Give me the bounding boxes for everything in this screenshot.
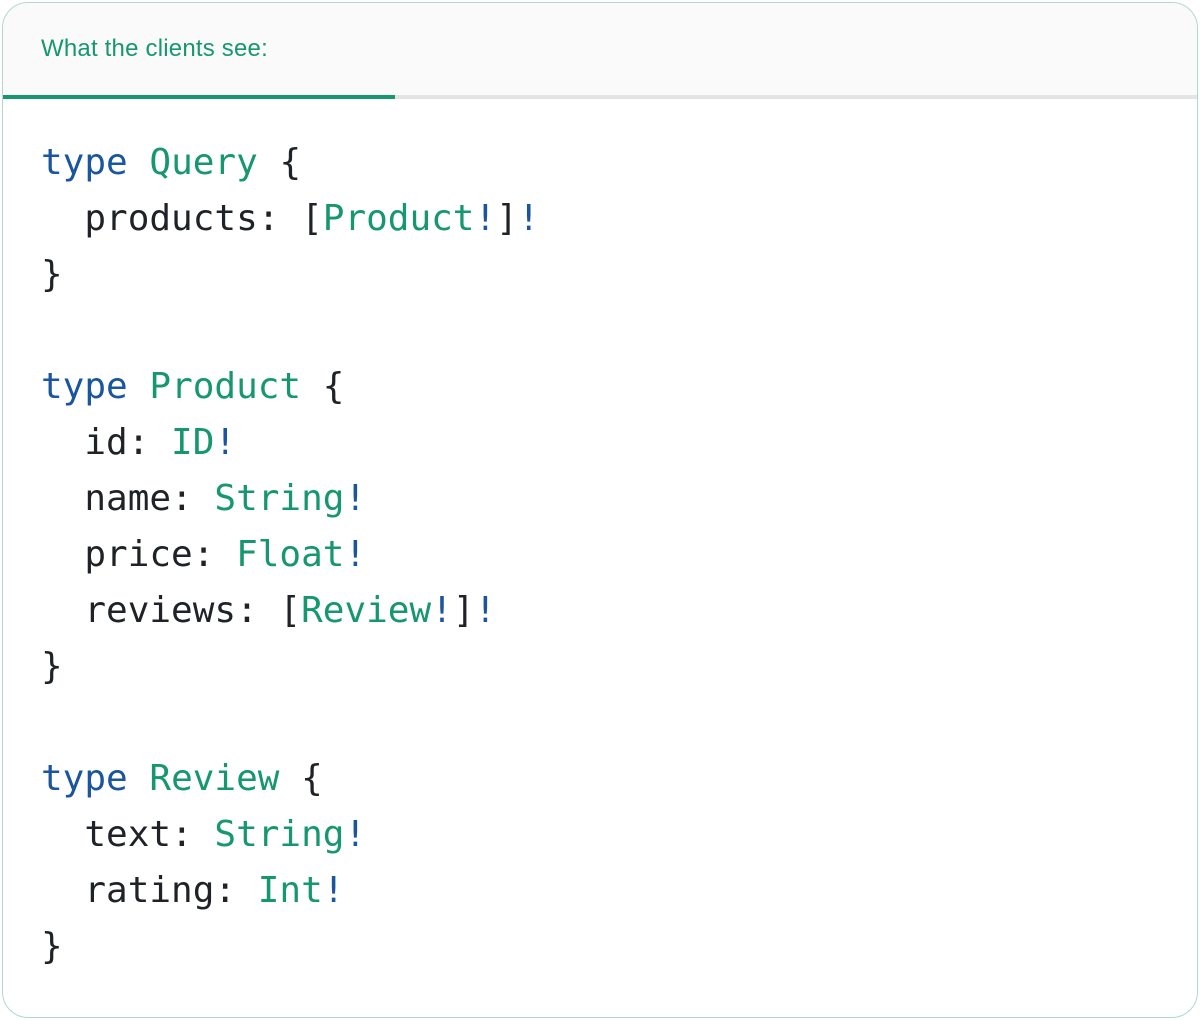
code-token: String — [214, 478, 345, 519]
code-token: products: [ — [41, 198, 323, 239]
code-token — [128, 758, 150, 799]
code-line: text: String! — [41, 807, 1177, 863]
code-line: type Review { — [41, 751, 1177, 807]
code-line: reviews: [Review!]! — [41, 583, 1177, 639]
code-token: { — [257, 142, 302, 183]
code-token — [128, 366, 150, 407]
code-token: text: — [41, 814, 215, 855]
code-token — [128, 142, 150, 183]
code-token: name: — [41, 478, 215, 519]
code-line: } — [41, 919, 1177, 975]
code-token: type — [41, 366, 128, 407]
code-token: Int — [257, 870, 323, 911]
code-token: Query — [149, 142, 258, 183]
code-token: Review — [301, 590, 432, 631]
code-line: id: ID! — [41, 415, 1177, 471]
code-token: String — [214, 814, 345, 855]
code-token: Product — [149, 366, 302, 407]
tab-what-clients-see[interactable]: What the clients see: — [3, 3, 268, 95]
code-token: { — [279, 758, 323, 799]
code-token: ! — [431, 590, 453, 631]
code-line: } — [41, 247, 1177, 303]
code-token: } — [41, 646, 63, 687]
code-line: rating: Int! — [41, 863, 1177, 919]
code-line — [41, 695, 1177, 751]
code-token: ID — [171, 422, 215, 463]
code-token: { — [301, 366, 345, 407]
code-line: products: [Product!]! — [41, 191, 1177, 247]
code-line — [41, 303, 1177, 359]
code-token: ! — [344, 534, 367, 575]
code-token: ! — [214, 422, 237, 463]
code-block: type Query { products: [Product!]!} type… — [3, 99, 1197, 975]
code-token: Product — [322, 198, 475, 239]
code-token: ! — [474, 590, 497, 631]
code-line: type Product { — [41, 359, 1177, 415]
code-token: rating: — [41, 870, 258, 911]
code-token: ] — [496, 198, 518, 239]
code-token: type — [41, 142, 128, 183]
code-line: name: String! — [41, 471, 1177, 527]
code-token: ! — [344, 814, 367, 855]
code-token: type — [41, 758, 128, 799]
code-token: ! — [322, 870, 345, 911]
code-token: reviews: [ — [41, 590, 302, 631]
code-token: ! — [517, 198, 540, 239]
code-token: Float — [236, 534, 345, 575]
code-token: ! — [474, 198, 497, 239]
code-line: } — [41, 639, 1177, 695]
code-line: price: Float! — [41, 527, 1177, 583]
code-token: } — [41, 926, 63, 967]
tab-strip: What the clients see: — [3, 3, 1197, 99]
code-token: ! — [344, 478, 367, 519]
code-token: id: — [41, 422, 172, 463]
tab-label: What the clients see: — [41, 35, 268, 62]
code-token: price: — [41, 534, 237, 575]
code-token: Review — [149, 758, 280, 799]
code-line: type Query { — [41, 135, 1177, 191]
code-token: ] — [452, 590, 475, 631]
code-token: } — [41, 254, 63, 295]
active-tab-indicator — [3, 95, 395, 99]
